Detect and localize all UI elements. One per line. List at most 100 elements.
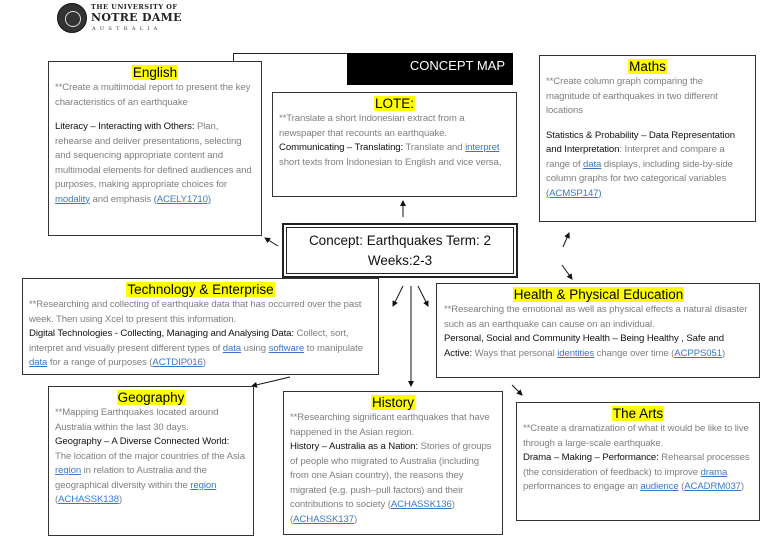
arrow-to-maths <box>562 232 570 248</box>
english-title: English <box>55 64 255 81</box>
geography-box: Geography **Mapping Earthquakes located a… <box>48 386 254 536</box>
history-link[interactable]: ACHASSK136 <box>390 499 452 510</box>
technology-description: ) <box>202 357 206 368</box>
concept-map-title: CONCEPT MAP <box>347 53 513 85</box>
geography-link[interactable]: ACHASSK138 <box>58 494 119 505</box>
lote-strand: Communicating – Translating: <box>279 142 404 153</box>
technology-title: Technology & Enterprise <box>29 281 372 298</box>
geography-strand: Geography – A Diverse Connected World: <box>55 436 230 447</box>
maths-link[interactable]: (ACMSP147) <box>546 187 602 199</box>
lote-description: Translate and <box>403 142 466 153</box>
english-curriculum: Literacy – Interacting with Others: Plan… <box>55 120 255 207</box>
history-link[interactable]: ACHASSK137 <box>293 513 354 525</box>
arts-link[interactable]: drama <box>700 466 728 478</box>
health-strand: Personal, Social and Community Health – … <box>444 333 724 359</box>
geography-description: ( <box>55 494 59 505</box>
health-curriculum: Personal, Social and Community Health – … <box>444 332 753 361</box>
geography-title-text: Geography <box>116 390 186 405</box>
lote-title-text: LOTE: <box>373 96 415 111</box>
english-title-text: English <box>131 65 179 80</box>
technology-link[interactable]: data <box>222 342 242 354</box>
arrow-to-technology <box>392 285 404 307</box>
geography-task: **Mapping Earthquakes located around Aus… <box>55 407 219 433</box>
geography-link[interactable]: region <box>190 479 217 491</box>
maths-description: displays, including side-by-side column … <box>546 158 733 185</box>
health-task: **Researching the emotional as well as p… <box>444 304 748 330</box>
maths-description: : Interpret and compare a range of <box>546 144 725 170</box>
lote-box: LOTE: **Translate a short Indonesian extr… <box>272 92 517 197</box>
history-description: Stories of groups of people who migrated… <box>290 441 492 510</box>
geography-link[interactable]: region <box>55 465 82 476</box>
health-description: Ways that personal <box>472 347 558 359</box>
maths-task: **Create column graph comparing the magn… <box>546 76 718 116</box>
arts-description: ( <box>678 481 685 492</box>
concept-line-1: Concept: Earthquakes Term: 2 <box>308 233 492 248</box>
geography-description: in relation to Australia and the geograp… <box>55 465 207 491</box>
health-description: ) <box>722 347 726 359</box>
university-logo: THE UNIVERSITY OF NOTRE DAME AUSTRALIA <box>57 3 182 35</box>
arrow-to-health-2 <box>417 285 429 307</box>
geography-title: Geography <box>55 389 247 406</box>
arts-box: The Arts **Create a dramatization of what… <box>516 402 760 521</box>
arts-strand: Drama – Making – Performance: <box>523 452 659 463</box>
english-box: English**Create a multimodal report to p… <box>48 61 262 236</box>
university-seal-icon <box>57 3 87 33</box>
technology-description: using <box>241 342 269 354</box>
technology-curriculum: Digital Technologies - Collecting, Manag… <box>29 327 372 371</box>
geography-description: ) <box>118 494 123 505</box>
history-strand: History – Australia as a Nation: <box>290 441 418 452</box>
english-strand: Literacy – Interacting with Others: <box>55 121 195 132</box>
arts-description: ) <box>740 481 745 492</box>
maths-title: Maths <box>546 58 749 75</box>
health-description: change over time ( <box>594 347 675 359</box>
maths-curriculum: Statistics & Probability – Data Represen… <box>546 129 749 202</box>
english-link[interactable]: (ACELY1710) <box>153 193 211 205</box>
health-link[interactable]: ACPPS051 <box>674 347 723 359</box>
arts-title: The Arts <box>523 405 753 422</box>
arts-curriculum: Drama – Making – Performance: Rehearsal … <box>523 451 753 495</box>
geography-description: The location of the major countries of t… <box>55 450 245 462</box>
central-concept: Concept: Earthquakes Term: 2 Weeks:2-3 <box>282 223 518 278</box>
technology-description: Collect, sort, interpret and visually pr… <box>29 328 349 354</box>
arrow-to-english <box>264 237 279 247</box>
arts-title-text: The Arts <box>611 406 665 421</box>
lote-title: LOTE: <box>279 95 510 112</box>
english-description: Plan, rehearse and deliver presentations… <box>55 121 252 190</box>
arts-task: **Create a dramatization of what it woul… <box>523 423 749 449</box>
history-task: **Researching significant earthquakes th… <box>290 412 490 438</box>
arts-description: Rehearsal processes (the consideration o… <box>523 452 750 478</box>
lote-task: **Translate a short Indonesian extract f… <box>279 113 465 139</box>
lote-link[interactable]: interpret <box>465 142 500 153</box>
lote-description: short texts from Indonesian to English a… <box>279 156 502 168</box>
technology-link[interactable]: software <box>268 342 305 354</box>
logo-line-3: AUSTRALIA <box>92 26 162 32</box>
health-title: Health & Physical Education <box>444 286 753 303</box>
logo-line-2: NOTRE DAME <box>91 11 182 24</box>
arrow-to-arts <box>511 384 523 396</box>
logo-line-1: THE UNIVERSITY OF <box>91 3 178 11</box>
concept-line-2: Weeks:2-3 <box>367 253 433 268</box>
technology-box: Technology & Enterprise **Researching and… <box>22 278 379 375</box>
english-link[interactable]: modality <box>55 193 90 205</box>
history-description: ) <box>353 513 358 525</box>
english-description: and emphasis <box>89 193 154 205</box>
health-link[interactable]: identities <box>557 347 595 359</box>
geography-curriculum: Geography – A Diverse Connected World: T… <box>55 435 247 508</box>
technology-link[interactable]: data <box>29 357 48 368</box>
technology-title-text: Technology & Enterprise <box>126 282 275 297</box>
technology-description: for a range of purposes ( <box>47 357 153 368</box>
health-title-text: Health & Physical Education <box>512 287 685 302</box>
arts-link[interactable]: ACADRM037 <box>684 481 741 492</box>
maths-title-text: Maths <box>628 59 667 74</box>
technology-link[interactable]: ACTDIP016 <box>152 357 203 368</box>
health-box: Health & Physical Education **Researching… <box>436 283 760 378</box>
arts-link[interactable]: audience <box>640 481 679 492</box>
maths-box: Maths **Create column graph comparing the… <box>539 55 756 222</box>
lote-curriculum: Communicating – Translating: Translate a… <box>279 141 510 170</box>
maths-link[interactable]: data <box>582 158 602 170</box>
technology-task: **Researching and collecting of earthqua… <box>29 299 362 325</box>
technology-strand: Digital Technologies - Collecting, Manag… <box>29 328 294 339</box>
history-curriculum: History – Australia as a Nation: Stories… <box>290 440 496 527</box>
arrow-to-geography <box>251 376 291 388</box>
